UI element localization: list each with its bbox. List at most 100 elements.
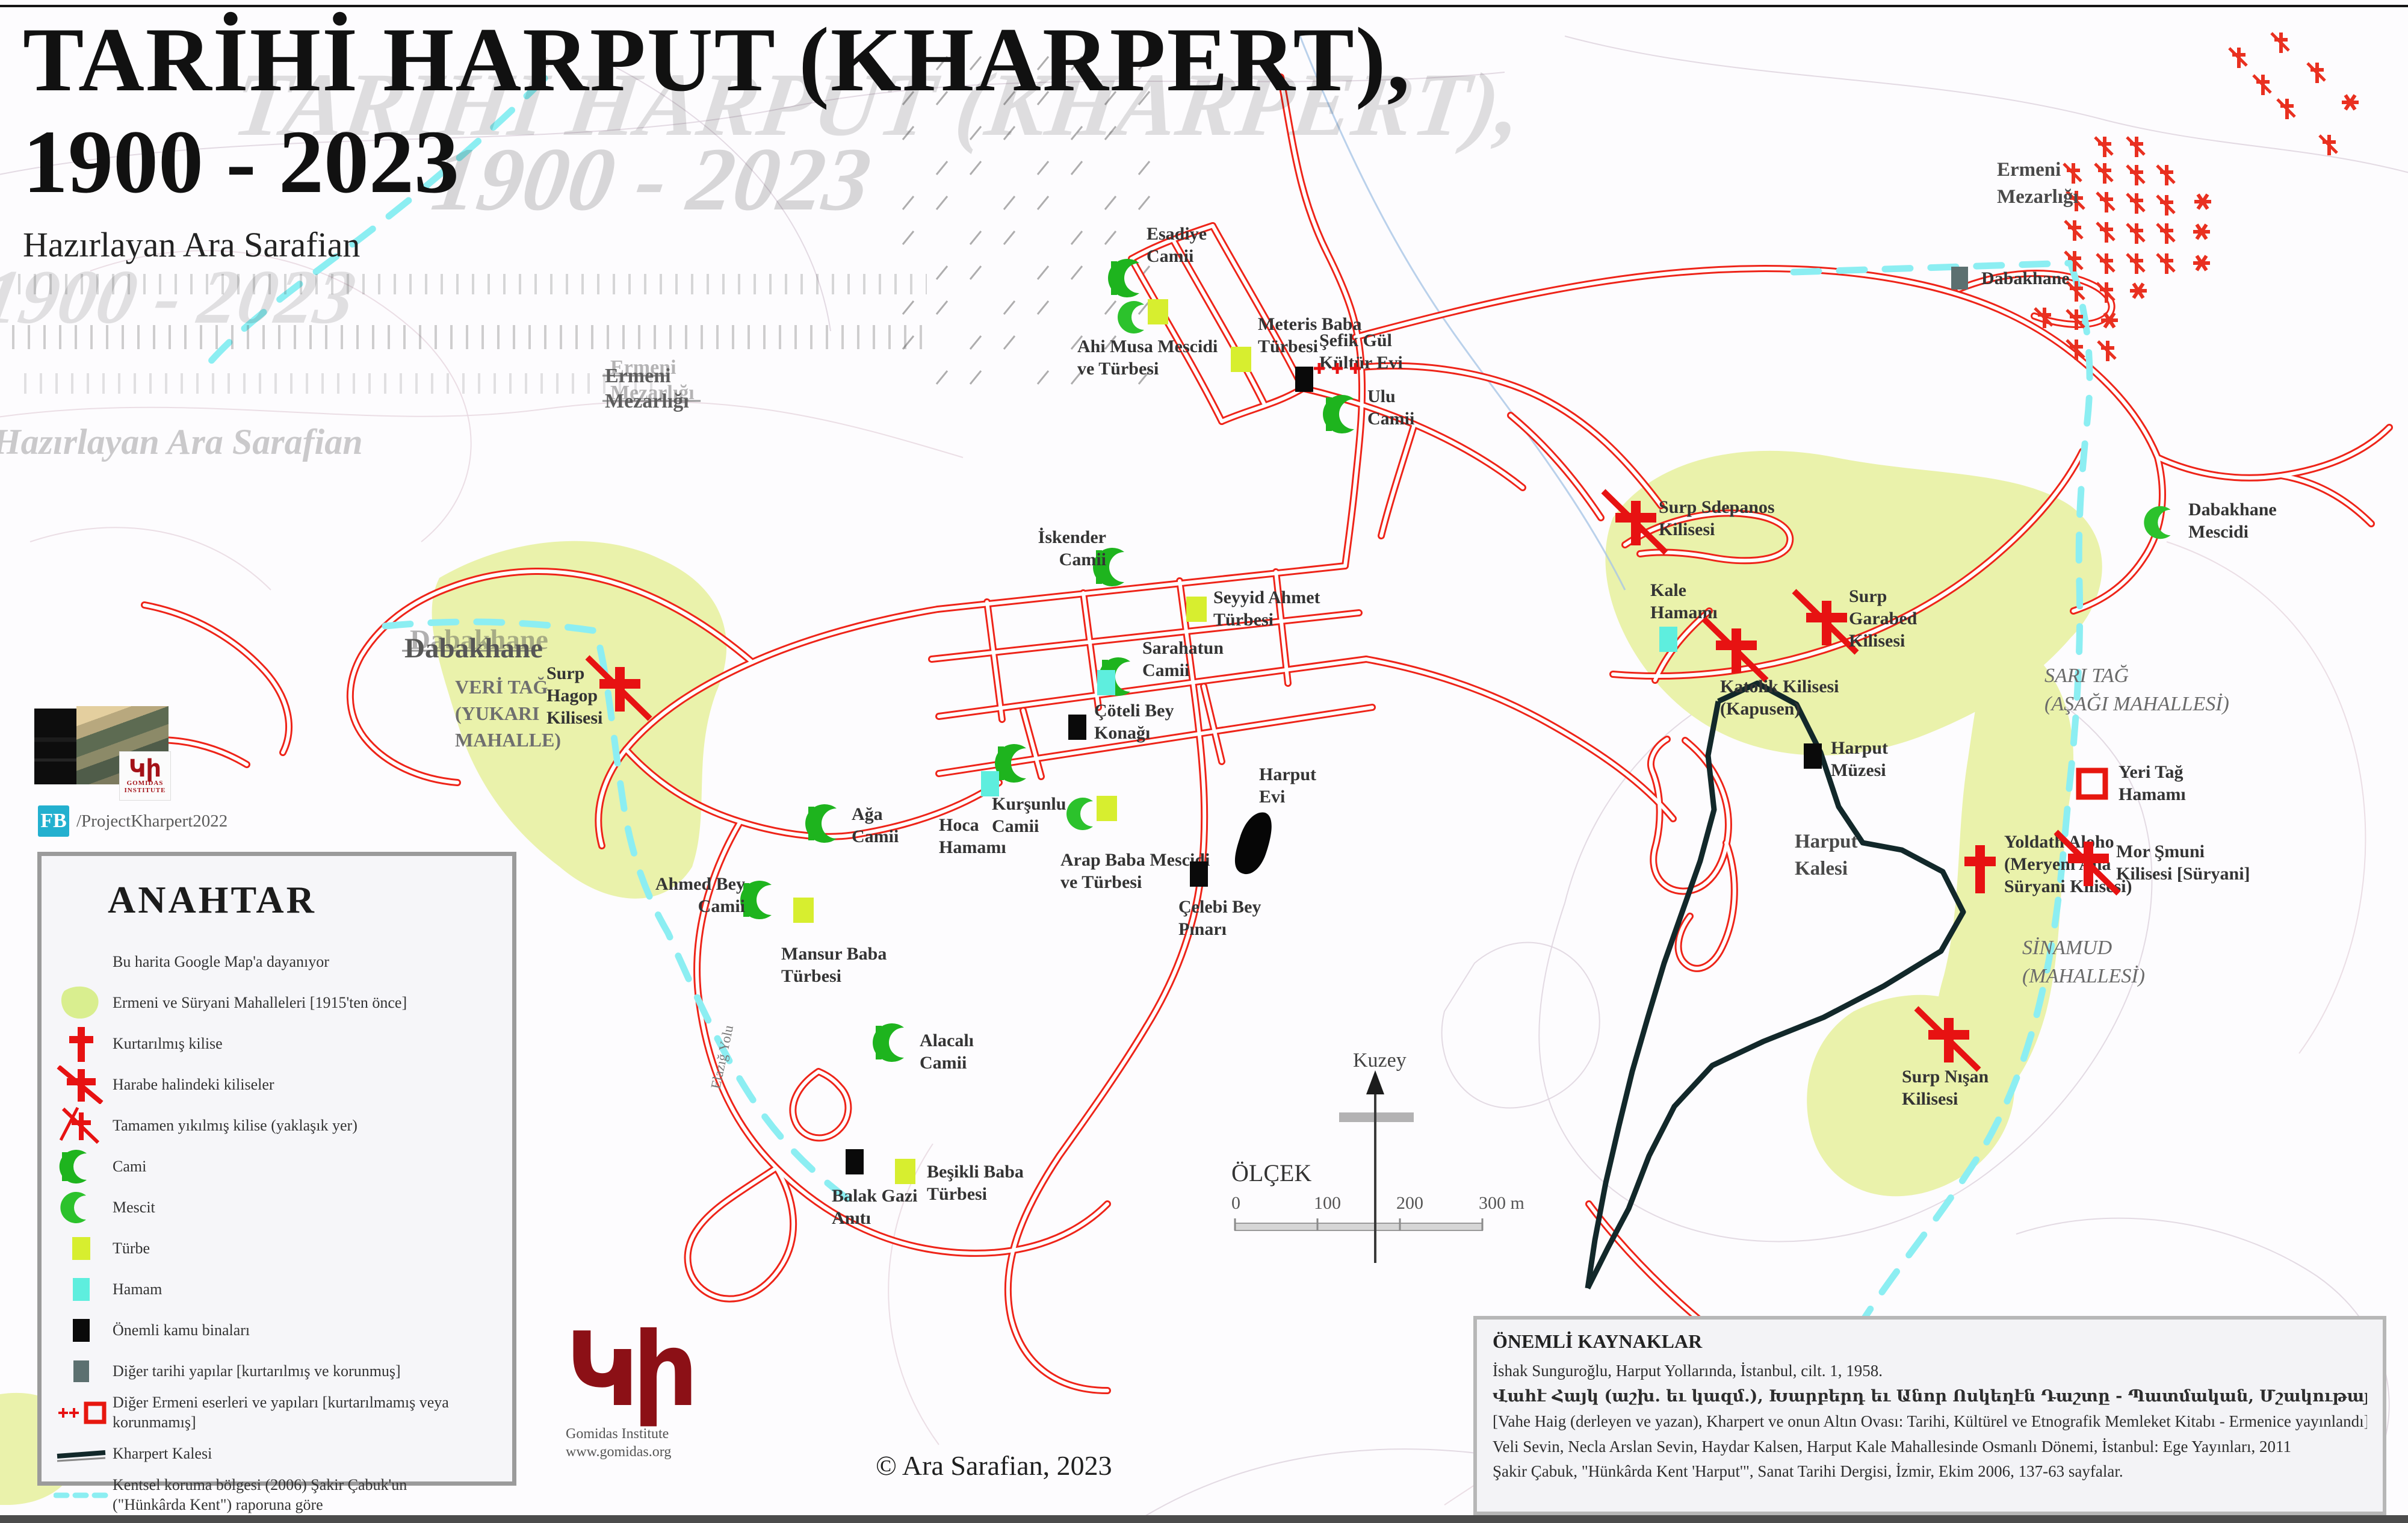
- map-title-line2: 1900 - 2023: [23, 112, 459, 212]
- cemetery-cross-icon: [2252, 74, 2272, 95]
- mosque-icon: [1093, 548, 1124, 586]
- poi-label: Alacalı: [920, 1031, 974, 1050]
- poi-label: İskender: [1038, 527, 1106, 547]
- print-artifact-band: [12, 325, 933, 349]
- legend-box: ANAHTAR Bu harita Google Map'a dayanıyor…: [37, 852, 516, 1513]
- legend-cross-destroyed-icon: [50, 1106, 113, 1145]
- reference-entry: İshak Sunguroğlu, Harput Yollarında, İst…: [1493, 1362, 1883, 1380]
- legend-item-public: Önemli kamu binaları: [50, 1311, 501, 1350]
- map-subtitle: Hazırlayan Ara Sarafian: [23, 225, 361, 265]
- legend-item-mosque: Cami: [50, 1147, 501, 1186]
- region-label: Dabakhane: [404, 633, 543, 664]
- legend-mosque-icon: [50, 1147, 113, 1186]
- poi-label: Mescidi: [2188, 522, 2249, 542]
- poi-label: ve Türbesi: [1077, 359, 1159, 379]
- cemetery-cross-icon: [2276, 98, 2296, 119]
- reference-entry: Veli Sevin, Necla Arslan Sevin, Haydar K…: [1493, 1437, 2291, 1456]
- reference-entry: [Vahe Haig (derleyen ve yazan), Kharpert…: [1493, 1412, 2367, 1430]
- region-label: Mezarlığı: [1997, 186, 2079, 208]
- public-building-icon: [1068, 715, 1086, 740]
- poi-label: Konağı: [1094, 723, 1150, 743]
- poi-label: Dabakhane: [1981, 268, 2070, 288]
- legend-cross-ruined-icon: [50, 1065, 113, 1104]
- cemetery-cross-icon: [2193, 223, 2210, 240]
- poi-label: Camii: [1147, 246, 1193, 266]
- poi-label: Ağa: [852, 804, 883, 824]
- book-cover-black: [34, 709, 76, 784]
- cemetery-hatching: [902, 56, 1151, 385]
- stream-line: [1299, 36, 1626, 591]
- poi-label: Camii: [852, 827, 899, 846]
- scale-tick: 100: [1314, 1193, 1341, 1213]
- cemetery-cross-icon: [2097, 340, 2117, 361]
- gomidas-org-name[interactable]: Gomidas Institute: [566, 1426, 669, 1442]
- region-label: Ermeni: [1997, 159, 2061, 181]
- armenian-trace-plus-icon: [1350, 363, 1361, 374]
- public-building-icon: [846, 1149, 864, 1174]
- poi-label: Şefik Gül: [1319, 330, 1392, 350]
- region-label: Harput: [1795, 831, 1858, 852]
- poi-label: Türbesi: [781, 966, 841, 986]
- poi-label: Kilisesi: [1849, 631, 1905, 651]
- cemetery-cross-icon: [2066, 309, 2085, 330]
- cemetery-cross-icon: [2094, 163, 2114, 184]
- neighborhood-areas: [0, 450, 2102, 1505]
- region-label: VERİ TAĞ: [455, 676, 548, 698]
- poi-label: Türbesi: [1258, 337, 1318, 356]
- poi-label: Meteris Baba: [1258, 314, 1361, 334]
- region-label: Kalesi: [1795, 858, 1848, 879]
- poi-label: Dabakhane: [2188, 500, 2277, 520]
- poi-label: Camii: [1059, 550, 1106, 569]
- print-artifact-band: [24, 373, 656, 394]
- poi-label: Çelebi Bey: [1178, 897, 1261, 917]
- legend-item-cross-destroyed: Tamamen yıkılmış kilise (yaklaşık yer): [50, 1106, 501, 1145]
- poi-label: Balak Gazi: [832, 1186, 918, 1206]
- cemetery-cross-icon: [2126, 193, 2146, 214]
- cemetery-cross-icon: [2126, 164, 2146, 185]
- poi-label: Kurşunlu: [992, 794, 1066, 814]
- poi-label: Kale: [1650, 580, 1686, 600]
- turbe-icon: [895, 1159, 915, 1184]
- poi-label: Kilisesi: [1902, 1089, 1958, 1109]
- poi-label: Ahi Musa Mescidi: [1077, 337, 1218, 356]
- region-label: Mezarlığı: [605, 390, 689, 412]
- mosque-icon: [995, 744, 1026, 783]
- legend-item-castle: Kharpert Kalesi: [50, 1435, 501, 1473]
- legend-item-label: Harabe halindeki kiliseler: [113, 1075, 274, 1093]
- cemetery-cross-icon: [2126, 223, 2146, 244]
- gomidas-org-url[interactable]: www.gomidas.org: [566, 1444, 672, 1460]
- bottom-edge-strip: [0, 1515, 2408, 1523]
- poi-label: Kilisesi: [546, 708, 602, 728]
- poi-label: Hoca: [939, 815, 979, 835]
- north-arrow: Kuzey: [1339, 1049, 1414, 1263]
- poi-label: Seyyid Ahmet: [1213, 588, 1320, 607]
- cemetery-cross-icon: [2342, 94, 2359, 111]
- gomidas-logo-chip: Կի GOMIDAS INSTITUTE: [119, 751, 171, 801]
- region-label: SİNAMUD: [2022, 937, 2112, 959]
- poi-label: Kilisesi: [1659, 520, 1715, 539]
- public-building-large-icon: [1234, 812, 1272, 875]
- poi-label: Harput: [1831, 738, 1888, 758]
- poi-label: Ulu: [1367, 386, 1396, 406]
- cemetery-crosses: [2034, 32, 2359, 361]
- legend-item-label: Diğer tarihi yapılar [kurtarılmış ve kor…: [113, 1362, 401, 1380]
- facebook-handle[interactable]: /ProjectKharpert2022: [76, 811, 228, 831]
- legend-item-label: Türbe: [113, 1239, 150, 1257]
- hamam-icon: [1097, 670, 1115, 695]
- road-network: [141, 73, 2393, 1454]
- legend-item-cross-ruined: Harabe halindeki kiliseler: [50, 1065, 501, 1104]
- cemetery-cross-icon: [2156, 164, 2176, 185]
- facebook-icon[interactable]: FB: [38, 805, 69, 837]
- legend-item-none: Bu harita Google Map'a dayanıyor: [50, 943, 501, 981]
- turbe-icon: [1186, 597, 1207, 622]
